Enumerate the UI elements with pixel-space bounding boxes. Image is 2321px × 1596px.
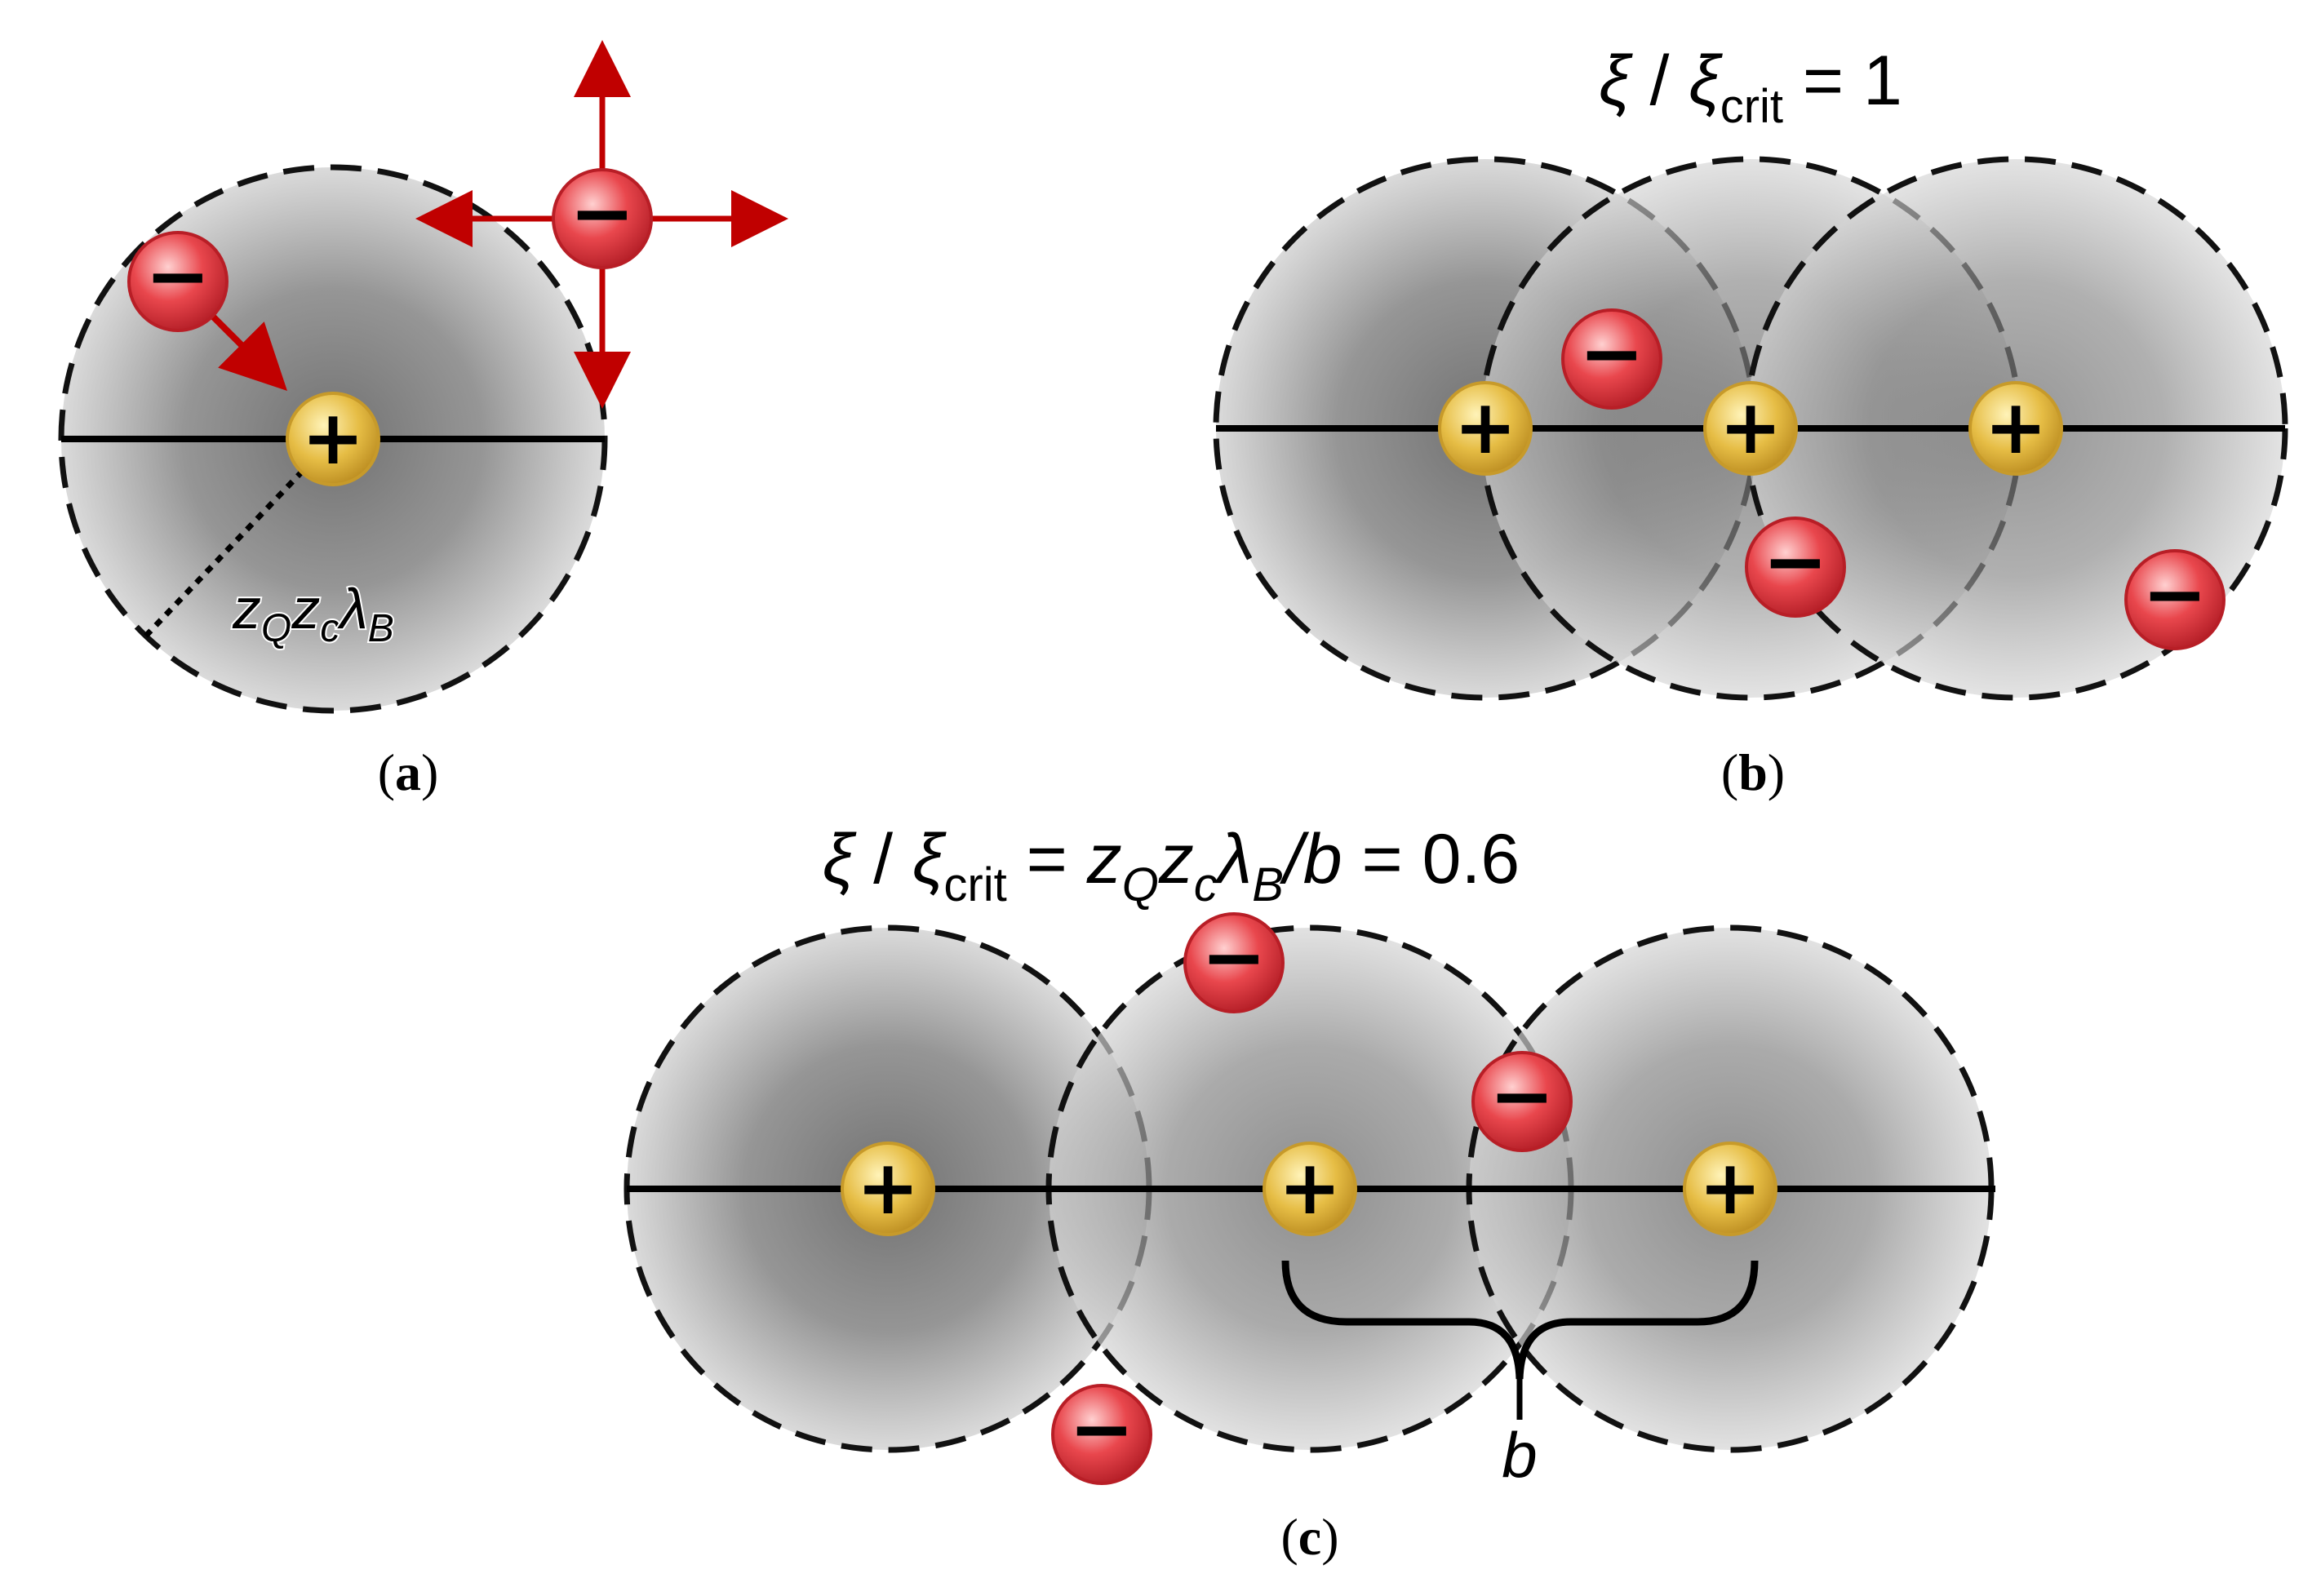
cation-c-3: + (1683, 1142, 1777, 1236)
anion-a-approaching: − (127, 230, 229, 332)
anion-b-1: − (1561, 308, 1662, 410)
anion-c-1: − (1183, 911, 1285, 1013)
equation-b: ξ / ξcrit = 1 (1599, 42, 1902, 133)
panel-label-b: (b) (1721, 743, 1785, 801)
cation-b-3: + (1968, 381, 2063, 476)
panel-label-c: (c) (1280, 1508, 1338, 1566)
minus-sign: − (1763, 516, 1828, 607)
plus-sign: + (1984, 383, 2047, 471)
cation-c-1: + (841, 1142, 935, 1236)
spacing-label: b (1502, 1419, 1537, 1491)
plus-sign: + (1698, 1144, 1761, 1231)
plus-sign: + (1278, 1144, 1341, 1231)
anion-b-3: − (2124, 548, 2226, 650)
cation-b-2: + (1703, 381, 1798, 476)
anion-c-2: − (1471, 1050, 1573, 1152)
plus-sign: + (301, 394, 364, 481)
plus-sign: + (1719, 383, 1782, 471)
radius-label: zQzcλB (232, 577, 394, 650)
minus-sign: − (1069, 1383, 1134, 1474)
minus-sign: − (1579, 308, 1644, 399)
plus-sign: + (1453, 383, 1516, 471)
minus-sign: − (1201, 911, 1267, 1003)
panel-label-a: (a) (378, 743, 439, 801)
minus-sign: − (1489, 1050, 1555, 1142)
diffusion-arrows (415, 40, 788, 409)
equation-c: ξ / ξcrit = zQzcλB/b = 0.6 (823, 820, 1520, 911)
cation-b-1: + (1438, 381, 1533, 476)
minus-sign: − (145, 230, 211, 321)
anion-c-3: − (1051, 1383, 1152, 1485)
minus-sign: − (2142, 548, 2208, 640)
panel-a: zQzcλB (a) (58, 40, 788, 801)
minus-sign: − (570, 167, 635, 259)
ions-layer: +−−+++−−−+++−−− (127, 167, 2226, 1485)
cation-a: + (286, 392, 380, 486)
anion-a-free: − (552, 167, 653, 269)
plus-sign: + (856, 1144, 919, 1231)
anion-b-2: − (1745, 516, 1846, 618)
cation-c-2: + (1263, 1142, 1357, 1236)
